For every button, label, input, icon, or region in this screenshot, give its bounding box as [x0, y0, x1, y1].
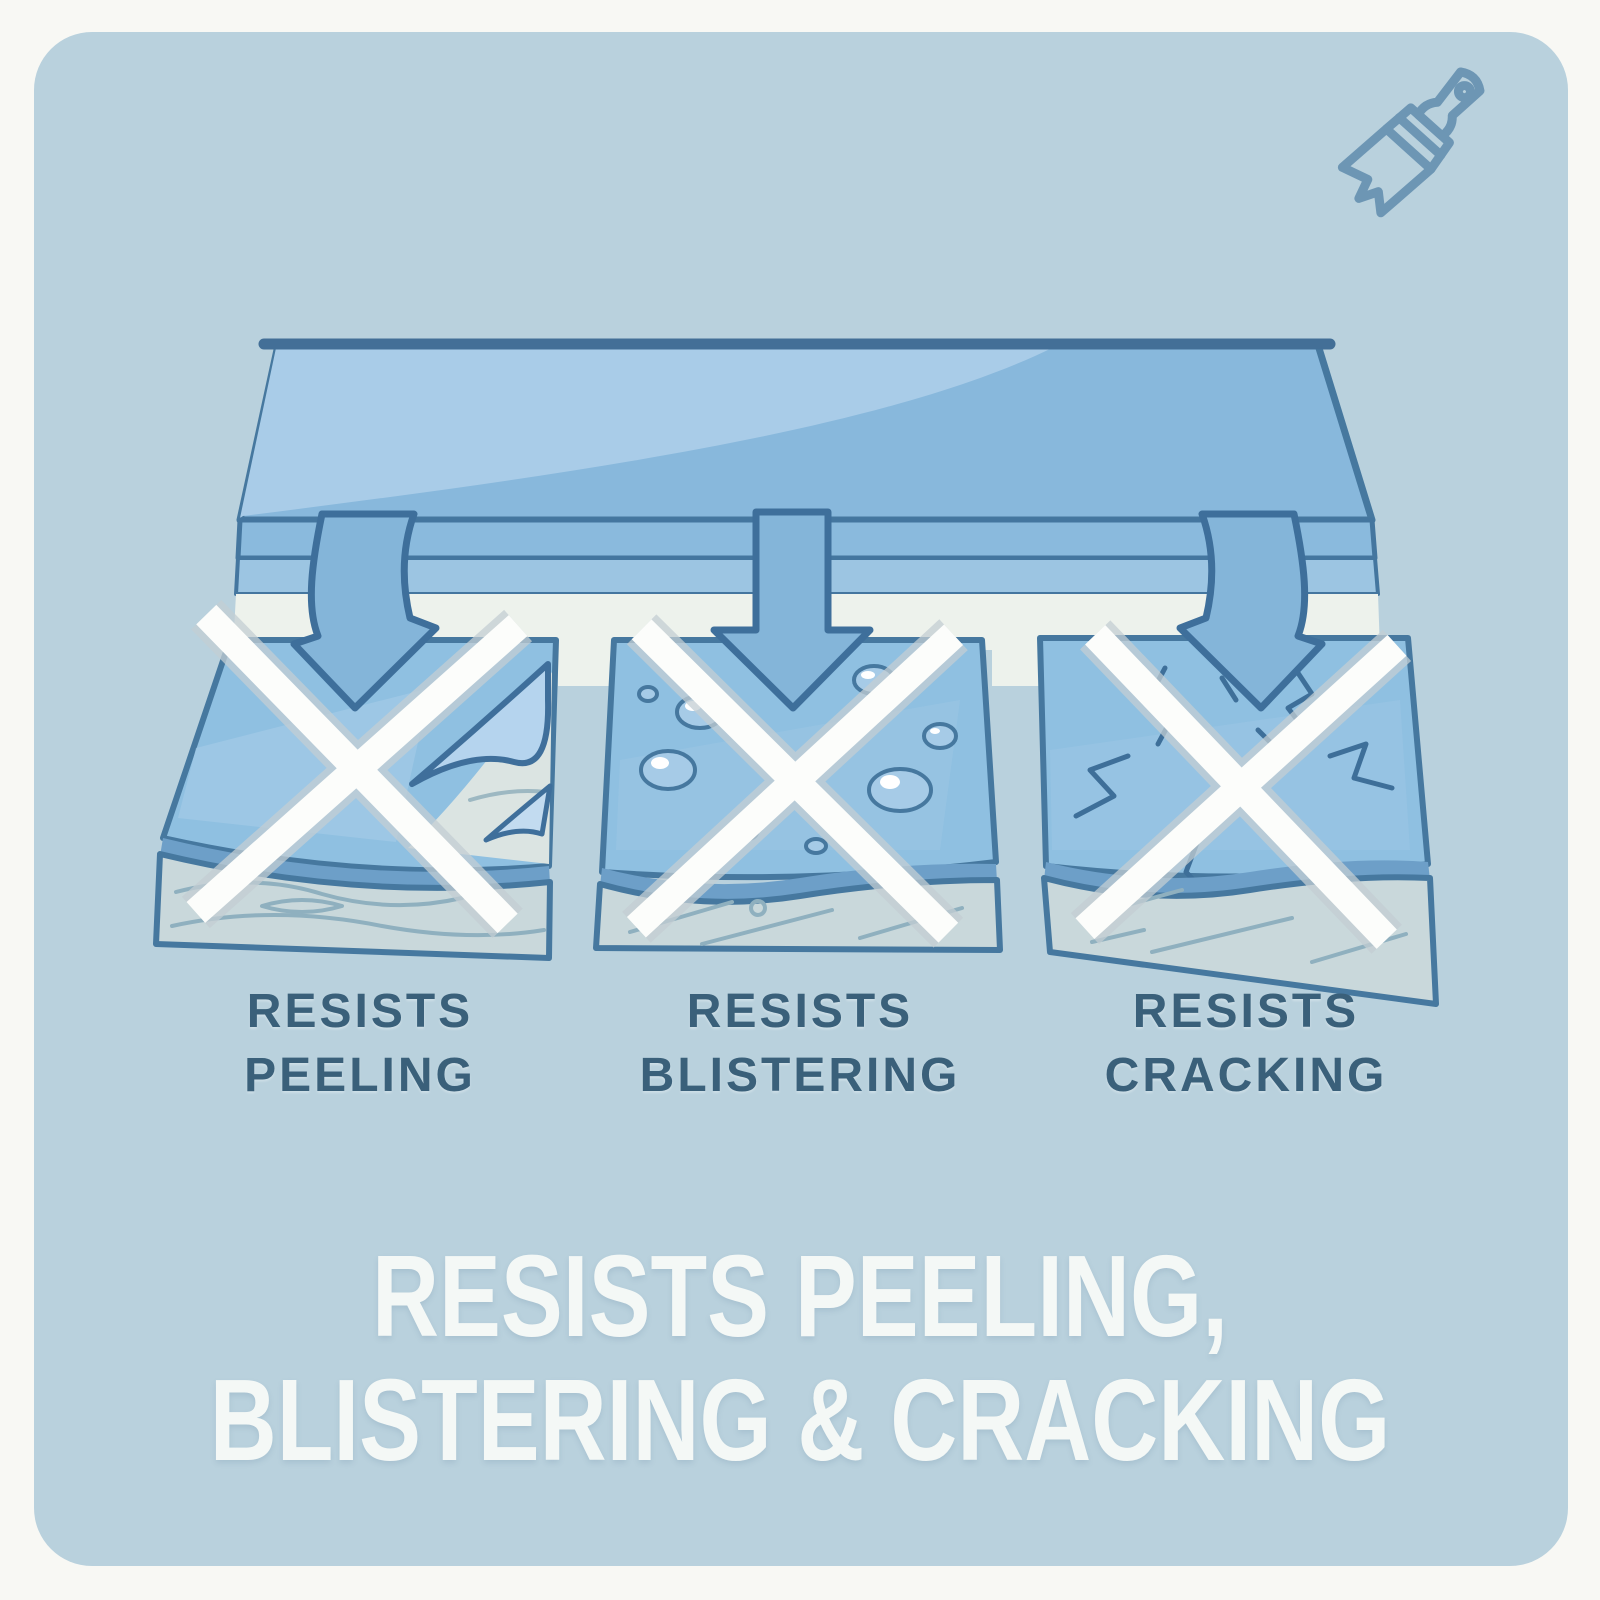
x-mark-cracking — [1070, 620, 1412, 954]
label-resists-peeling: RESISTS PEELING — [120, 980, 600, 1108]
flow-arrows — [290, 508, 1326, 712]
panel-cracking — [1037, 635, 1439, 1007]
x-mark-blistering — [622, 614, 968, 948]
peel-flap-small — [483, 783, 553, 843]
label-resists-cracking: RESISTS CRACKING — [1006, 980, 1486, 1108]
wood-knot — [260, 898, 344, 914]
slab-sheen — [240, 348, 1052, 518]
wood-grain — [1150, 916, 1294, 954]
headline-line-1: RESISTS PEELING, — [372, 1231, 1228, 1361]
label-line: RESISTS — [686, 985, 914, 1038]
wood-grain — [1310, 932, 1408, 964]
headline: RESISTS PEELING, BLISTERING & CRACKING — [160, 1234, 1440, 1482]
paintbrush-icon — [1337, 67, 1485, 218]
down-arrow-left — [290, 510, 440, 712]
peel-flap-large — [409, 661, 552, 787]
label-line: RESISTS — [246, 985, 474, 1038]
label-line: RESISTS — [1132, 985, 1360, 1038]
headline-line-2: BLISTERING & CRACKING — [209, 1355, 1391, 1485]
down-arrow-right — [1176, 510, 1326, 712]
label-resists-blistering: RESISTS BLISTERING — [560, 980, 1040, 1108]
label-line: CRACKING — [1104, 1049, 1388, 1102]
label-line: PEELING — [244, 1049, 476, 1102]
down-arrow-center — [710, 508, 874, 712]
wood-grain — [700, 908, 834, 946]
label-line: BLISTERING — [639, 1049, 961, 1102]
paint-slab — [234, 338, 1380, 596]
wood-grain — [749, 899, 767, 917]
x-mark-peeling — [181, 599, 533, 939]
